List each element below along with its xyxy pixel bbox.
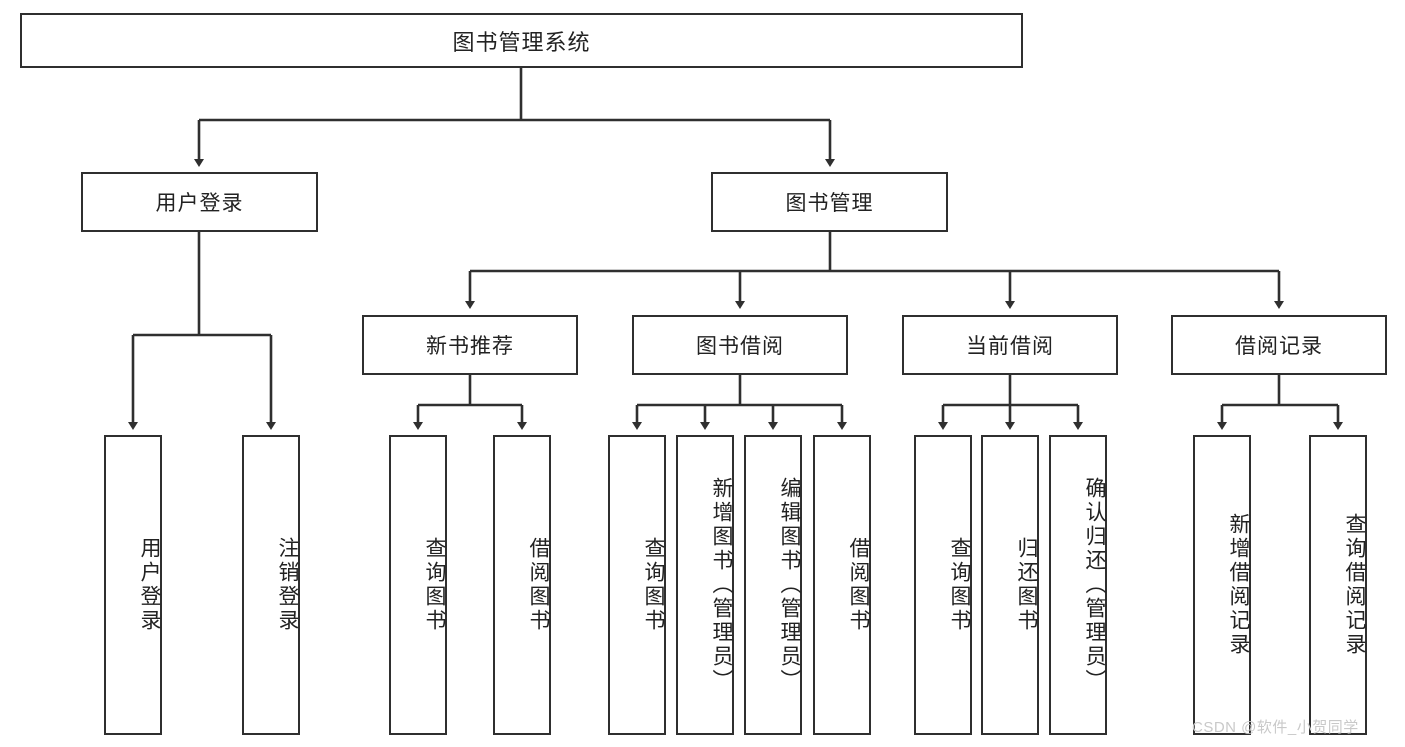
node-book-borrow[interactable]: 图书借阅 <box>632 315 848 375</box>
leaf-edit-book-admin[interactable]: 编辑图书（管理员） <box>744 435 802 735</box>
leaf-return-book[interactable]: 归还图书 <box>981 435 1039 735</box>
leaf-borrow-book-recommend[interactable]: 借阅图书 <box>493 435 551 735</box>
leaf-add-borrow-record[interactable]: 新增借阅记录 <box>1193 435 1251 735</box>
leaf-query-book-current[interactable]: 查询图书 <box>914 435 972 735</box>
leaf-user-login[interactable]: 用户登录 <box>104 435 162 735</box>
watermark: CSDN @软件_小贺同学 <box>1192 719 1359 736</box>
leaf-confirm-return-admin[interactable]: 确认归还（管理员） <box>1049 435 1107 735</box>
node-current-borrow[interactable]: 当前借阅 <box>902 315 1118 375</box>
node-book-management-system[interactable]: 图书管理系统 <box>20 13 1023 68</box>
node-book-management[interactable]: 图书管理 <box>711 172 948 232</box>
leaf-query-book-recommend[interactable]: 查询图书 <box>389 435 447 735</box>
node-user-login[interactable]: 用户登录 <box>81 172 318 232</box>
leaf-add-book-admin[interactable]: 新增图书（管理员） <box>676 435 734 735</box>
node-new-book-recommend[interactable]: 新书推荐 <box>362 315 578 375</box>
leaf-borrow-book[interactable]: 借阅图书 <box>813 435 871 735</box>
leaf-query-book-borrow[interactable]: 查询图书 <box>608 435 666 735</box>
node-borrow-record[interactable]: 借阅记录 <box>1171 315 1387 375</box>
leaf-logout[interactable]: 注销登录 <box>242 435 300 735</box>
leaf-query-borrow-record[interactable]: 查询借阅记录 <box>1309 435 1367 735</box>
